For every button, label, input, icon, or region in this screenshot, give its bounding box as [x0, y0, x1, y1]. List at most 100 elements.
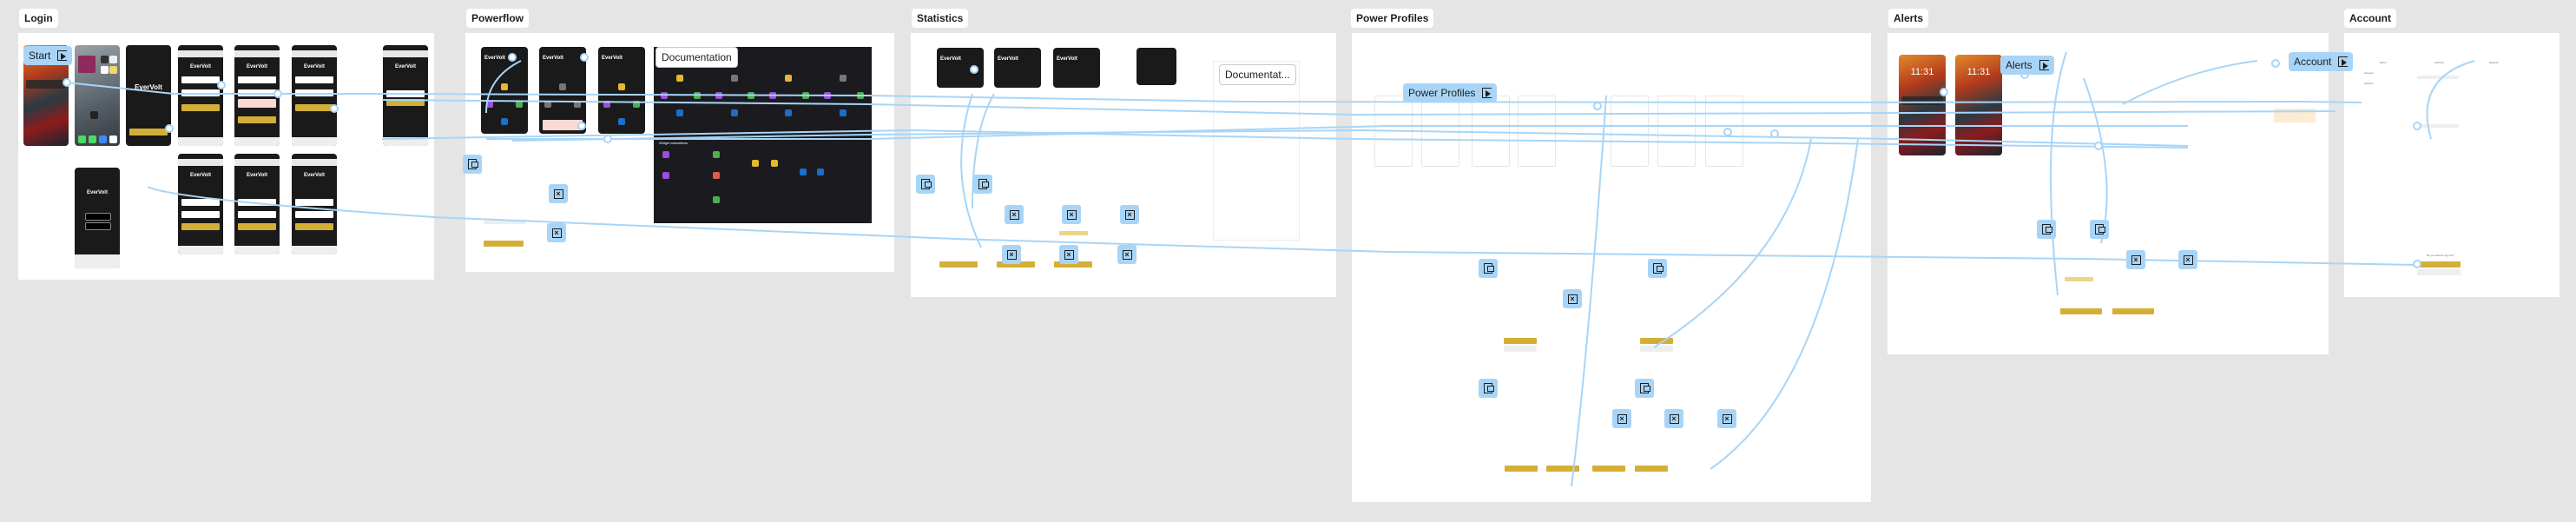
close-overlay-badge[interactable]: ×: [1059, 245, 1078, 264]
selected-week[interactable]: [2065, 277, 2093, 281]
new-password-field[interactable]: [238, 199, 276, 206]
login-submit-button[interactable]: [181, 104, 220, 111]
email-field[interactable]: [181, 76, 220, 83]
phone-app-icon[interactable]: [78, 135, 86, 143]
apply-sort-button[interactable]: [2112, 308, 2154, 314]
activate-button[interactable]: [1640, 338, 1673, 344]
confirm-password-field[interactable]: [295, 211, 333, 218]
password-field[interactable]: [295, 89, 333, 96]
home-node[interactable]: [501, 118, 508, 125]
energy-chart-2[interactable]: [994, 89, 1041, 141]
close-overlay-badge[interactable]: ×: [2126, 250, 2145, 269]
alert-notification[interactable]: [1901, 96, 1943, 105]
confirm-button[interactable]: [1546, 466, 1579, 472]
screen-home[interactable]: [75, 45, 120, 146]
email-field[interactable]: [386, 90, 425, 97]
cancel-button[interactable]: [1640, 346, 1673, 352]
energy-chart-1[interactable]: [937, 89, 984, 141]
new-password-field[interactable]: [181, 199, 220, 206]
battery-node[interactable]: [516, 101, 523, 108]
close-overlay-badge[interactable]: ×: [549, 184, 568, 203]
grid-node[interactable]: [486, 101, 493, 108]
close-overlay-badge[interactable]: ×: [1664, 409, 1683, 428]
close-overlay-badge[interactable]: ×: [1612, 409, 1631, 428]
activate-button[interactable]: [1504, 338, 1537, 344]
safari-app-icon[interactable]: [99, 135, 107, 143]
app-icon[interactable]: [101, 56, 109, 63]
battery-node[interactable]: [633, 101, 640, 108]
grid-node[interactable]: [603, 101, 610, 108]
flow-start-account[interactable]: Account: [2289, 52, 2354, 71]
app-icon[interactable]: [78, 56, 96, 73]
close-overlay-badge[interactable]: ×: [1717, 409, 1736, 428]
new-password-field[interactable]: [295, 199, 333, 206]
password-field[interactable]: [181, 89, 220, 96]
documentation-label[interactable]: Documentation: [656, 47, 738, 68]
login-submit-button[interactable]: [238, 116, 276, 123]
close-overlay-badge[interactable]: ×: [1002, 245, 1021, 264]
flow-start-login[interactable]: Start: [23, 46, 73, 65]
close-overlay-badge[interactable]: ×: [1120, 205, 1139, 224]
home-node[interactable]: [618, 118, 625, 125]
logout-confirm-button[interactable]: [2417, 261, 2461, 268]
notification[interactable]: [26, 80, 66, 89]
login-submit-button[interactable]: [295, 104, 333, 111]
time-option-selected[interactable]: [484, 221, 525, 224]
energy-chart-3[interactable]: [1053, 89, 1100, 141]
solar-node[interactable]: [559, 83, 566, 90]
update-button[interactable]: [295, 223, 333, 230]
selected-week[interactable]: [1059, 231, 1088, 235]
open-overlay-badge[interactable]: [973, 175, 992, 194]
open-overlay-badge[interactable]: [1648, 259, 1667, 278]
battery-node[interactable]: [574, 101, 581, 108]
mail-app-icon[interactable]: [109, 135, 117, 143]
logout-cancel-button[interactable]: [2417, 269, 2461, 275]
section-label-power-profiles[interactable]: Power Profiles: [1351, 9, 1434, 28]
open-overlay-badge[interactable]: [2037, 220, 2056, 239]
section-label-powerflow[interactable]: Powerflow: [466, 9, 530, 28]
app-icon[interactable]: [109, 66, 117, 74]
menu-item-support[interactable]: Support: [2364, 82, 2374, 85]
delete-account-button[interactable]: [2417, 124, 2459, 128]
flow-start-alerts[interactable]: Alerts: [2000, 56, 2054, 75]
app-icon[interactable]: [109, 56, 117, 63]
close-overlay-badge[interactable]: ×: [1117, 245, 1136, 264]
documentation-label[interactable]: Documentat...: [1219, 64, 1296, 85]
open-overlay-badge[interactable]: [1635, 379, 1654, 398]
solar-node[interactable]: [618, 83, 625, 90]
close-overlay-badge[interactable]: ×: [1005, 205, 1024, 224]
update-button[interactable]: [238, 223, 276, 230]
open-overlay-badge[interactable]: [1479, 259, 1498, 278]
google-play-badge[interactable]: [85, 213, 111, 221]
reset-password-button[interactable]: [386, 99, 425, 106]
confirm-button[interactable]: [1505, 466, 1538, 472]
close-overlay-badge[interactable]: ×: [2178, 250, 2197, 269]
app-store-badge[interactable]: [85, 222, 111, 230]
confirm-password-field[interactable]: [181, 211, 220, 218]
change-password-button[interactable]: [2417, 76, 2459, 79]
messages-app-icon[interactable]: [89, 135, 96, 143]
confirm-button[interactable]: [1635, 466, 1668, 472]
login-button[interactable]: [129, 129, 168, 135]
email-field[interactable]: [238, 76, 276, 83]
menu-item-account[interactable]: Account: [2364, 71, 2374, 75]
section-label-login[interactable]: Login: [19, 9, 58, 28]
open-overlay-badge[interactable]: [2090, 220, 2109, 239]
confirm-button[interactable]: [484, 241, 524, 247]
flow-start-power-profiles[interactable]: Power Profiles: [1403, 83, 1498, 102]
evervolt-app-icon[interactable]: [90, 111, 98, 119]
section-label-account[interactable]: Account: [2344, 9, 2396, 28]
close-overlay-badge[interactable]: ×: [547, 223, 566, 242]
confirm-button[interactable]: [1592, 466, 1625, 472]
update-button[interactable]: [181, 223, 220, 230]
confirm-password-field[interactable]: [238, 211, 276, 218]
email-field[interactable]: [295, 76, 333, 83]
open-overlay-badge[interactable]: [1479, 379, 1498, 398]
section-label-alerts[interactable]: Alerts: [1888, 9, 1929, 28]
app-icon[interactable]: [101, 66, 109, 74]
grid-node[interactable]: [544, 101, 551, 108]
close-overlay-badge[interactable]: ×: [1062, 205, 1081, 224]
password-field[interactable]: [238, 89, 276, 96]
open-overlay-badge[interactable]: [463, 155, 482, 174]
confirm-button[interactable]: [939, 261, 978, 268]
